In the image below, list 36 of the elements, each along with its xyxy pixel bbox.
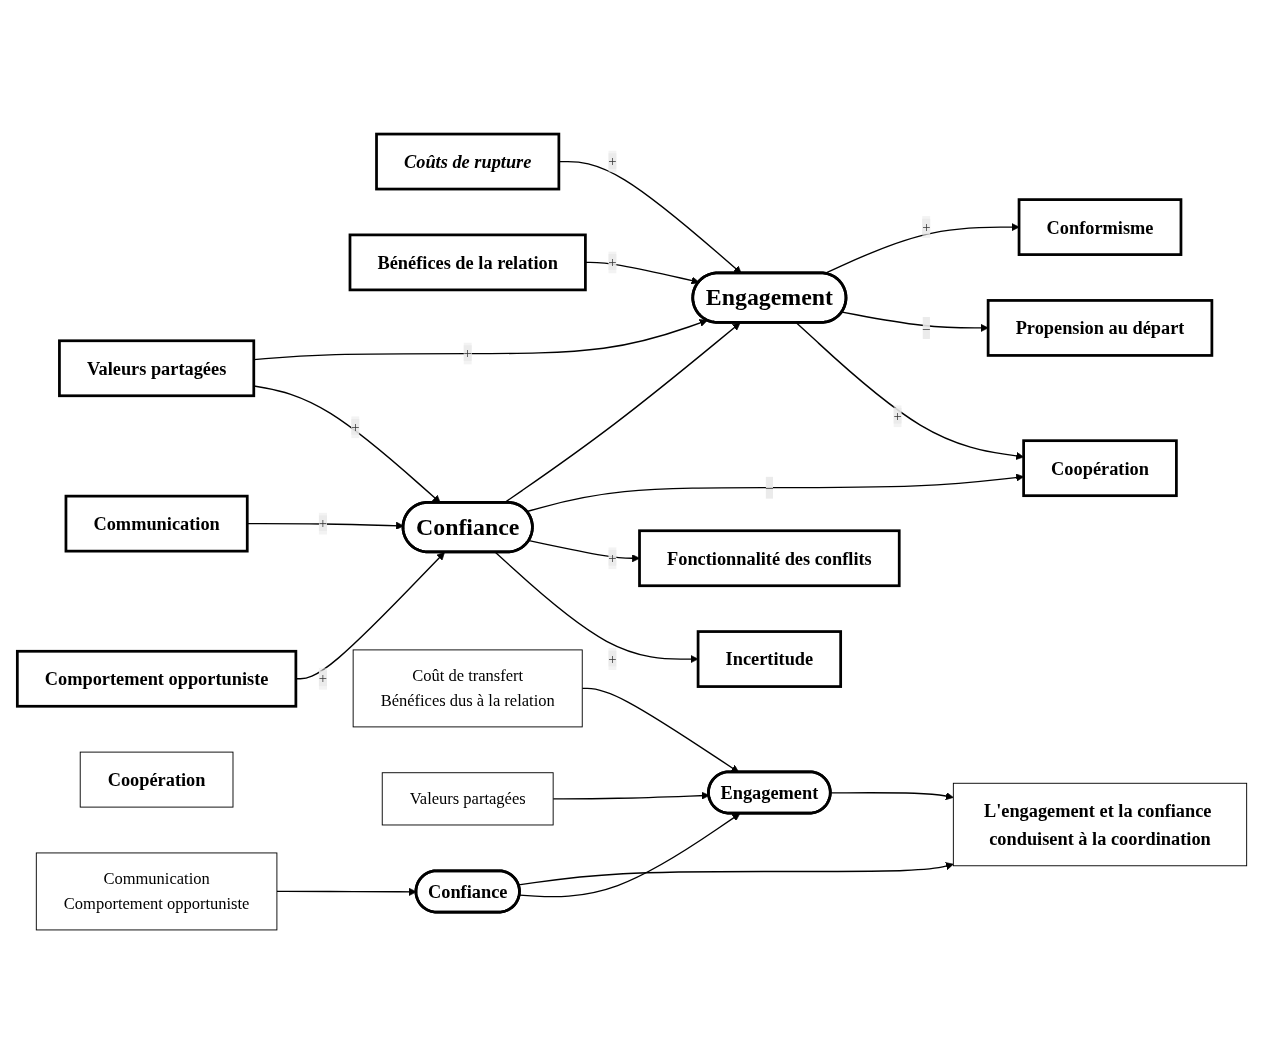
edge-label: + (608, 650, 617, 667)
arrow (830, 792, 954, 801)
edge-label: + (893, 407, 902, 424)
edge-label: + (351, 419, 360, 435)
edge-label: + (318, 670, 328, 687)
edge-label: + (922, 218, 931, 235)
node-box: Coopération (1022, 439, 1178, 498)
arrow (528, 539, 640, 563)
node-box: Bénéfices de la relation (348, 233, 587, 292)
edge-label: + (608, 153, 617, 169)
node-box: Incertitude (696, 630, 843, 688)
node-box: Coopération (79, 751, 234, 808)
arrow (558, 160, 742, 274)
arrow (295, 551, 445, 680)
node-box: Conformisme (1017, 198, 1183, 256)
node-box: Coûts de rupture (375, 132, 561, 191)
arrow (841, 311, 989, 332)
node-box: Communication (64, 494, 249, 553)
edge-label: + (463, 345, 472, 361)
node-box: Coût de transfert Bénéfices dus à la relation (352, 649, 583, 728)
arrow (518, 862, 954, 886)
node-box: Valeurs partagées (58, 339, 256, 398)
edge-label: – (922, 319, 930, 336)
node-box: Communication Comportement opportuniste (35, 852, 278, 931)
arrow (526, 473, 1024, 513)
node-box: Fonctionnalité des conflits (638, 529, 901, 588)
edge-label: – (765, 479, 774, 495)
arrow (276, 887, 417, 896)
edge-label: + (608, 549, 617, 566)
node-box: Comportement opportuniste (15, 649, 298, 708)
node-box: L'engagement et la confiance conduisent à la coordination (952, 782, 1248, 867)
arrow (795, 322, 1024, 460)
node-box: Propension au départ (986, 299, 1214, 357)
edge-label: + (318, 515, 328, 531)
edge-label: + (608, 254, 617, 270)
node-box: Valeurs partagées (381, 772, 554, 826)
